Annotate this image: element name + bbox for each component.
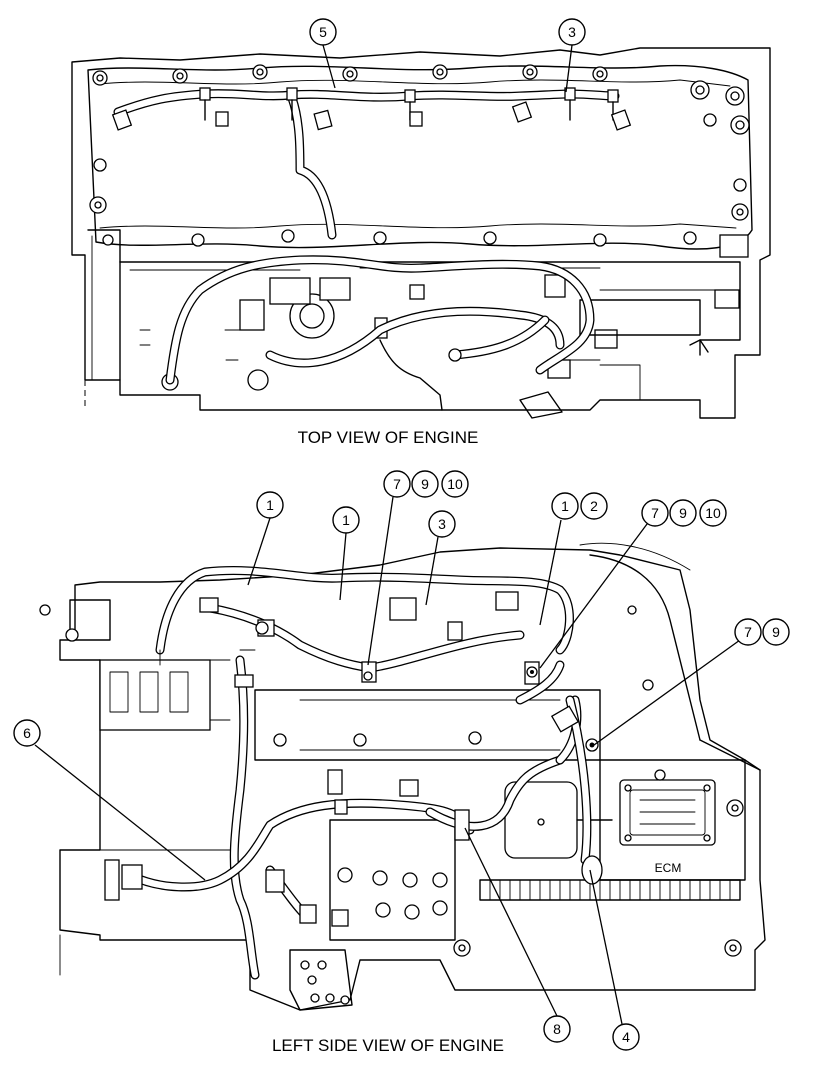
callout-1-side-a: 1 [256,491,284,519]
callout-10-side-b: 10 [699,499,727,527]
svg-text:4: 4 [622,1029,630,1045]
svg-text:3: 3 [568,24,576,40]
svg-text:10: 10 [447,476,463,492]
callout-7-side-b: 7 [641,499,669,527]
side-view-engine-drawing: ECM [39,542,766,1011]
svg-text:7: 7 [393,476,401,492]
svg-text:10: 10 [705,505,721,521]
callout-1-side-b: 1 [332,506,360,534]
callout-9-side-b: 9 [669,499,697,527]
callout-3-top: 3 [558,18,586,46]
svg-text:8: 8 [553,1021,561,1037]
svg-text:6: 6 [23,725,31,741]
callout-10-side-a: 10 [441,470,469,498]
injector-connectors [111,87,632,131]
ecm-label: ECM [655,861,682,875]
callout-9-side-a: 9 [411,470,439,498]
callout-8-side: 8 [543,1015,571,1043]
svg-text:7: 7 [744,624,752,640]
callout-7-side-c: 7 [734,618,762,646]
callout-6-side: 6 [13,719,41,747]
top-view-callouts: 5 3 [309,18,586,93]
side-view-caption: LEFT SIDE VIEW OF ENGINE [272,1036,504,1055]
callout-9-side-c: 9 [762,618,790,646]
callout-5-top: 5 [309,18,337,46]
side-view-callouts: 1 1 3 7 9 10 1 2 [13,470,790,1051]
svg-text:1: 1 [266,497,274,513]
svg-text:3: 3 [438,516,446,532]
top-view-engine-drawing [71,47,771,419]
svg-text:9: 9 [679,505,687,521]
callout-4-side: 4 [612,1023,640,1051]
svg-text:7: 7 [651,505,659,521]
svg-text:1: 1 [342,512,350,528]
svg-text:9: 9 [421,476,429,492]
top-view-caption: TOP VIEW OF ENGINE [298,428,479,447]
callout-1-side-c: 1 [551,492,579,520]
ecm-module: ECM [599,759,746,881]
callout-3-side: 3 [428,510,456,538]
svg-text:5: 5 [319,24,327,40]
callout-7-side-a: 7 [383,470,411,498]
svg-text:2: 2 [590,498,598,514]
svg-text:9: 9 [772,624,780,640]
svg-text:1: 1 [561,498,569,514]
callout-2-side: 2 [580,492,608,520]
